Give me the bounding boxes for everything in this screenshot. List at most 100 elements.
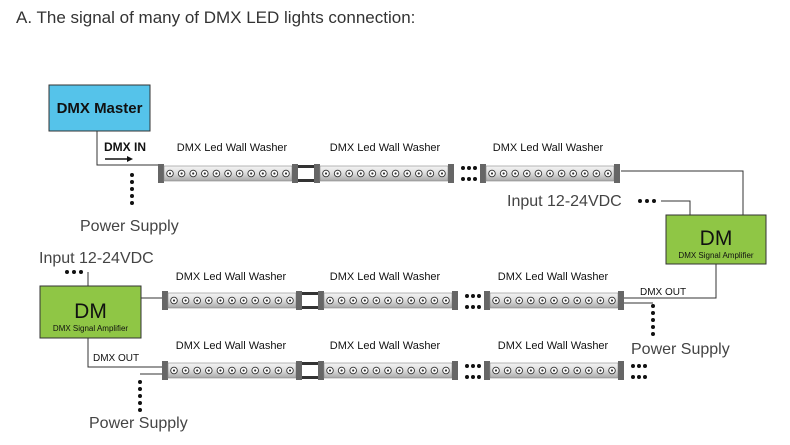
led-dot-center: [502, 172, 505, 175]
led-dot-center: [219, 369, 222, 372]
led-dot-center: [410, 299, 413, 302]
led-dot-center: [172, 299, 176, 302]
led-dot-center: [610, 369, 614, 372]
row1-to-amp-wire: [621, 170, 744, 215]
led-dot-center: [328, 299, 332, 302]
power-dots-vertical: [138, 380, 142, 412]
washer-link: [302, 362, 318, 365]
led-dot-center: [429, 172, 432, 175]
washer-unit: [314, 164, 454, 183]
led-dot-center: [265, 299, 268, 302]
led-dot-center: [277, 299, 280, 302]
led-dot-center: [352, 369, 355, 372]
led-dot-center: [340, 299, 343, 302]
power-supply-label: Power Supply: [631, 341, 730, 358]
amplifier-subtitle: DMX Signal Amplifier: [678, 251, 753, 260]
led-dot-center: [576, 299, 579, 302]
washer-link: [302, 292, 318, 295]
washer-unit: [484, 361, 624, 380]
led-dot-center: [433, 299, 436, 302]
led-dot-center: [328, 369, 332, 372]
washer-label: DMX Led Wall Washer: [498, 340, 609, 352]
input-voltage-label: Input 12-24VDC: [507, 193, 622, 210]
led-dot-center: [254, 369, 257, 372]
led-dot-center: [421, 299, 424, 302]
washer-label: DMX Led Wall Washer: [493, 142, 604, 154]
led-dot-center: [552, 369, 556, 372]
washer-label: DMX Led Wall Washer: [176, 340, 287, 352]
washer-link: [298, 179, 314, 182]
dmx-out-label: DMX OUT: [93, 353, 139, 364]
led-dot-center: [371, 172, 374, 175]
continuation-dots: [631, 364, 647, 379]
continuation-dots: [465, 294, 481, 309]
led-dot-center: [560, 172, 563, 175]
led-dot-center: [230, 369, 234, 372]
led-dot-center: [541, 299, 544, 302]
led-dot-center: [250, 172, 253, 175]
led-dot-center: [587, 369, 590, 372]
washer-label: DMX Led Wall Washer: [330, 142, 441, 154]
led-dot-center: [490, 172, 494, 175]
led-dot-center: [203, 172, 206, 175]
led-dot-center: [288, 369, 292, 372]
led-dot-center: [421, 369, 424, 372]
amplifier-box: [39, 285, 142, 339]
washer-unit: [318, 361, 458, 380]
washer-row-2: DMX Led Wall Washer DMX Led Wall Washer …: [162, 271, 624, 310]
led-dot-center: [595, 172, 598, 175]
led-dot-center: [433, 369, 436, 372]
led-dot-center: [254, 299, 257, 302]
power-supply-label: Power Supply: [80, 218, 179, 235]
led-dot-center: [576, 369, 579, 372]
input-dots: [638, 199, 656, 203]
led-dot-center: [192, 172, 195, 175]
led-dot-center: [359, 172, 362, 175]
power-dots-vertical: [130, 173, 134, 205]
led-dot-center: [552, 299, 556, 302]
led-dot-center: [444, 299, 448, 302]
washer-label: DMX Led Wall Washer: [498, 271, 609, 283]
dmx-in-arrowhead: [127, 156, 133, 162]
led-dot-center: [363, 299, 366, 302]
led-dot-center: [386, 299, 390, 302]
led-dot-center: [444, 369, 448, 372]
led-dot-center: [230, 299, 234, 302]
washer-unit: [480, 164, 620, 183]
washer-link: [298, 165, 314, 168]
washer-link: [302, 306, 318, 309]
led-dot-center: [324, 172, 328, 175]
amplifier-title: DM: [74, 300, 107, 323]
washer-label: DMX Led Wall Washer: [177, 142, 288, 154]
led-dot-center: [172, 369, 176, 372]
continuation-dots: [461, 166, 477, 181]
dmx-out-label: DMX OUT: [640, 287, 686, 298]
led-dot-center: [583, 172, 586, 175]
led-dot-center: [284, 172, 288, 175]
input-wire: [661, 200, 691, 215]
led-dot-center: [537, 172, 540, 175]
amplifier-title: DM: [700, 227, 733, 250]
washer-unit: [318, 291, 458, 310]
master-wire: [96, 131, 158, 166]
led-dot-center: [525, 172, 528, 175]
led-dot-center: [382, 172, 386, 175]
led-dot-center: [184, 369, 187, 372]
led-dot-center: [610, 299, 614, 302]
led-dot-center: [375, 369, 378, 372]
led-dot-center: [288, 299, 292, 302]
led-dot-center: [494, 369, 498, 372]
led-dot-center: [599, 299, 602, 302]
led-dot-center: [541, 369, 544, 372]
dmx-master-label: DMX Master: [57, 100, 143, 117]
led-dot-center: [514, 172, 517, 175]
led-dot-center: [398, 299, 401, 302]
led-dot-center: [207, 299, 210, 302]
led-dot-center: [219, 299, 222, 302]
led-dot-center: [506, 369, 509, 372]
washer-link: [302, 376, 318, 379]
led-dot-center: [180, 172, 183, 175]
amplifier-box: [665, 214, 767, 265]
led-dot-center: [394, 172, 397, 175]
led-dot-center: [564, 299, 567, 302]
